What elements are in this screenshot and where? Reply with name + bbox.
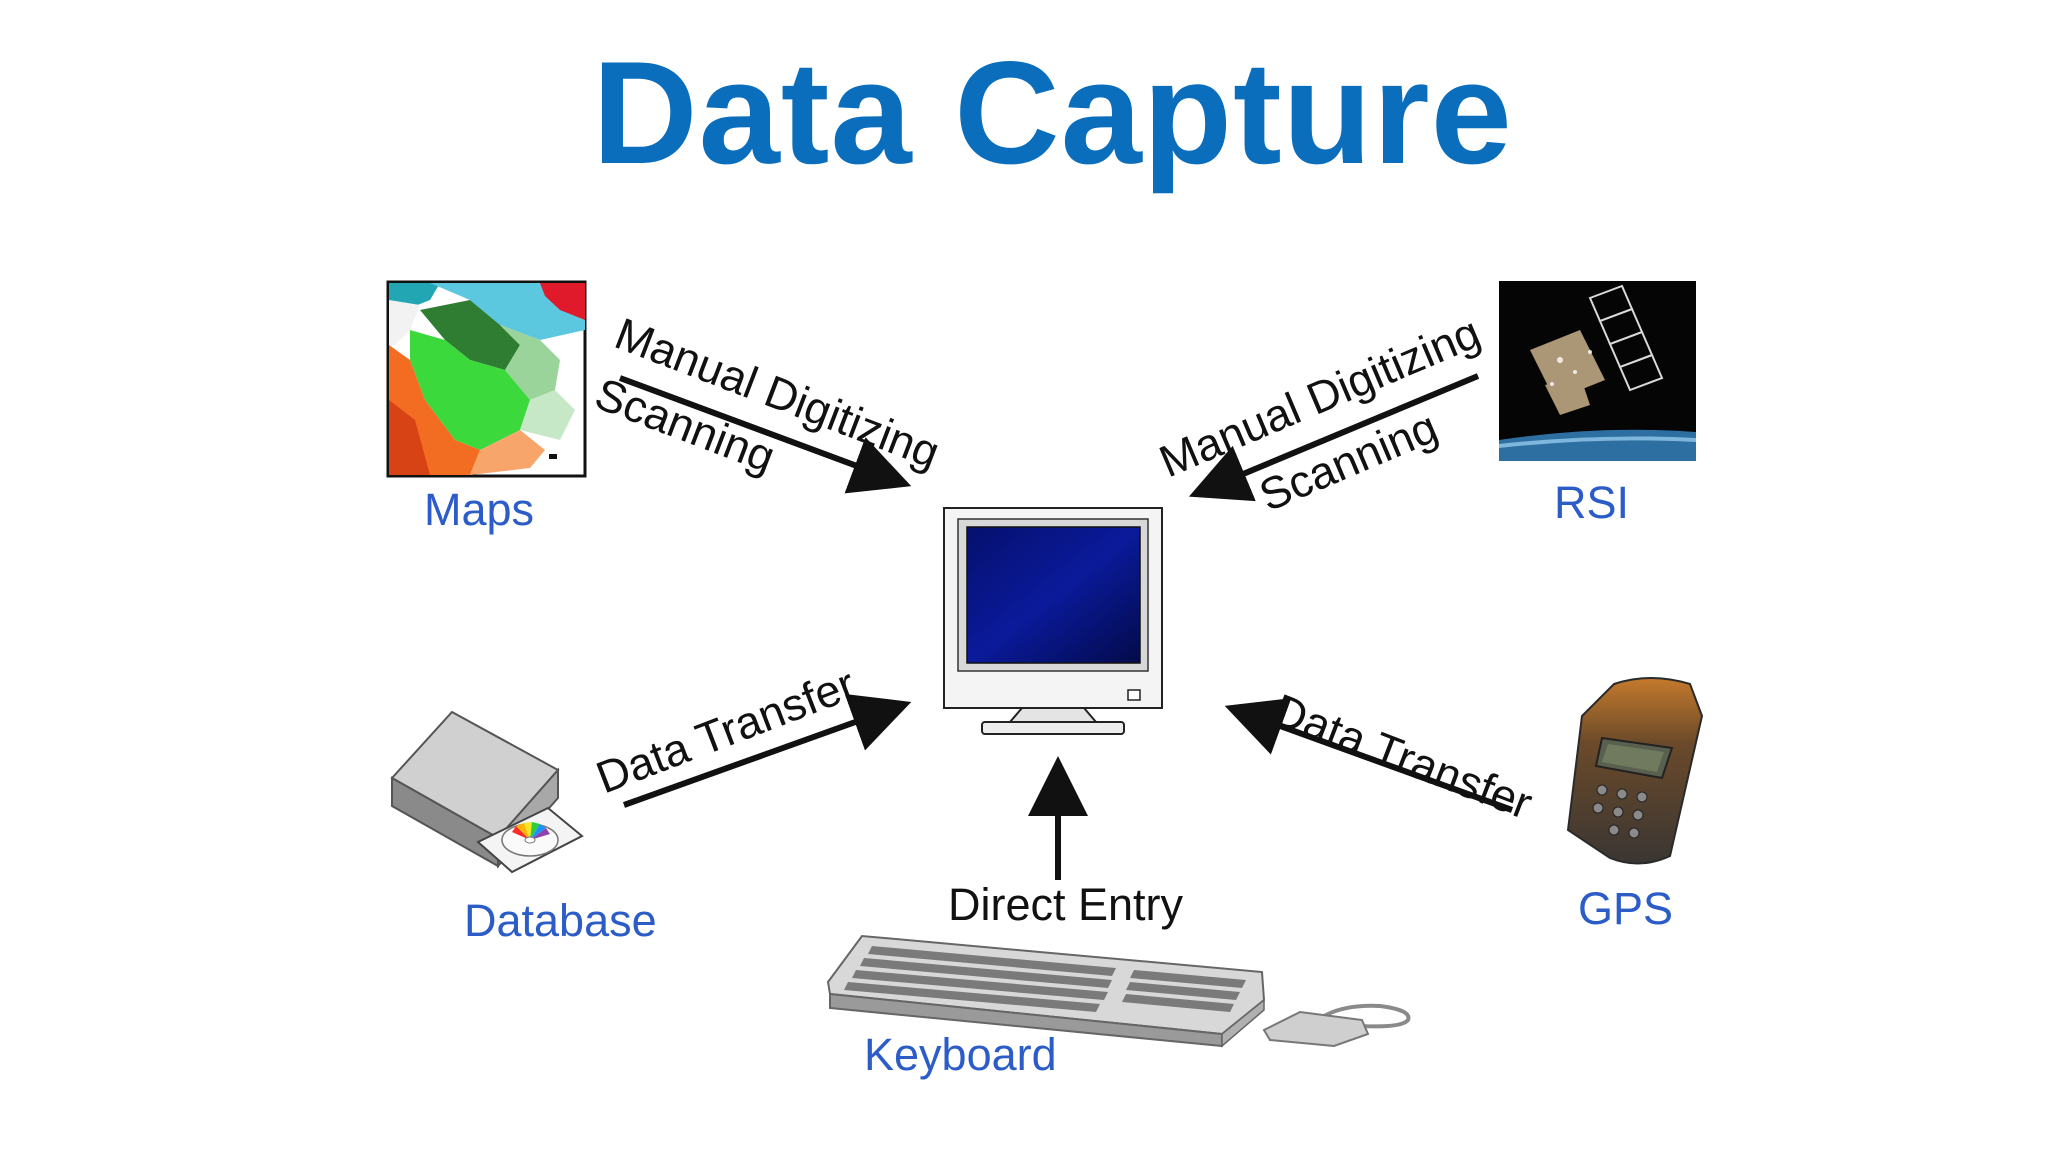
rsi-label: RSI [1554, 477, 1629, 528]
gps-edge-label: Data Transfer [1266, 684, 1539, 829]
gps-label: GPS [1578, 883, 1673, 934]
database-label: Database [464, 895, 657, 946]
satellite-icon [1498, 281, 1697, 461]
keyboard-edge-label: Direct Entry [948, 879, 1184, 930]
gps-device-icon [1566, 677, 1704, 865]
arrow-maps-to-computer [618, 375, 912, 494]
maps-label: Maps [424, 484, 534, 535]
computer-monitor-icon [943, 507, 1163, 735]
arrow-rsi-to-computer [1188, 373, 1480, 502]
arrow-gps-to-computer [1224, 698, 1514, 813]
cd-drive-icon [390, 710, 584, 874]
database-edge-label: Data Transfer [589, 658, 862, 803]
keyboard-label: Keyboard [864, 1029, 1057, 1080]
diagram-title: Data Capture [592, 31, 1513, 194]
keyboard-mouse-icon [826, 934, 1411, 1048]
map-icon [386, 280, 587, 478]
arrow-database-to-computer [622, 693, 912, 808]
